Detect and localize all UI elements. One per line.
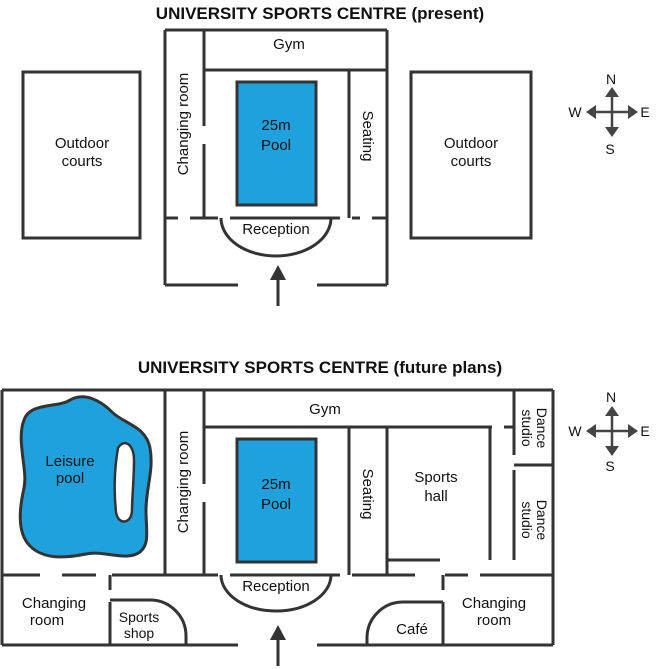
future-sports-hall-line1: Sports (414, 469, 457, 486)
future-changing-room-right-line2: room (477, 612, 511, 629)
future-sports-shop-counter (110, 598, 188, 645)
present-reception-desk (219, 217, 333, 258)
present-outdoor-courts-left (21, 70, 142, 240)
future-leisure-pool-line1: Leisure (45, 453, 94, 470)
present-changing-room-label: Changing room (175, 73, 192, 176)
future-changing-room-left-line2: room (30, 612, 64, 629)
future-changing-room-left-line1: Changing (22, 595, 86, 612)
future-pool-line2: Pool (261, 496, 291, 513)
future-title: UNIVERSITY SPORTS CENTRE (future plans) (138, 358, 502, 377)
present-building-walls (163, 28, 389, 287)
present-entrance-arrow-icon (270, 265, 286, 306)
future-compass-s: S (605, 458, 614, 474)
future-building-walls (0, 388, 555, 647)
future-25m-pool (235, 437, 318, 564)
present-25m-pool (235, 80, 318, 207)
future-reception-desk (219, 574, 333, 613)
present-outdoor-courts-right (409, 70, 533, 240)
present-outdoor-right-line1: Outdoor (444, 135, 498, 152)
future-dance-studio-top-line2: studio (519, 409, 535, 447)
future-changing-room-vertical-label: Changing room (175, 431, 192, 534)
future-seating-label: Seating (359, 469, 376, 520)
present-compass-s: S (605, 141, 614, 157)
future-gym-label: Gym (309, 401, 341, 418)
future-sports-shop-line2: shop (124, 625, 155, 641)
future-leisure-pool-line2: pool (56, 470, 84, 487)
future-sports-hall-line2: hall (424, 488, 447, 505)
present-outdoor-right-line2: courts (451, 153, 492, 170)
future-changing-room-right-line1: Changing (462, 595, 526, 612)
future-compass-icon (586, 406, 638, 456)
present-compass-w: W (568, 104, 582, 120)
future-cafe-counter (365, 600, 443, 645)
future-compass-n: N (606, 389, 616, 405)
present-compass-icon (586, 87, 638, 137)
future-sports-shop-line1: Sports (119, 609, 159, 625)
present-pool-line1: 25m (261, 117, 290, 134)
present-pool-line2: Pool (261, 137, 291, 154)
present-outdoor-left-line2: courts (62, 153, 103, 170)
future-entrance-arrow-icon (270, 625, 286, 666)
future-dance-studio-bottom-line1: Dance (534, 500, 550, 541)
future-compass-w: W (568, 423, 582, 439)
present-compass-n: N (606, 71, 616, 87)
future-dance-studio-top-line1: Dance (534, 408, 550, 449)
future-pool-line1: 25m (261, 476, 290, 493)
future-dance-studio-bottom-line2: studio (519, 501, 535, 539)
future-leisure-pool-island (113, 441, 136, 523)
future-compass-e: E (640, 423, 649, 439)
present-seating-label: Seating (359, 111, 376, 162)
future-reception-label: Reception (242, 578, 310, 595)
present-compass-e: E (640, 104, 649, 120)
present-outdoor-left-line1: Outdoor (55, 135, 109, 152)
present-title: UNIVERSITY SPORTS CENTRE (present) (156, 4, 484, 23)
future-cafe-label: Café (396, 621, 428, 638)
present-reception-label: Reception (242, 221, 310, 238)
present-gym-label: Gym (273, 36, 305, 53)
